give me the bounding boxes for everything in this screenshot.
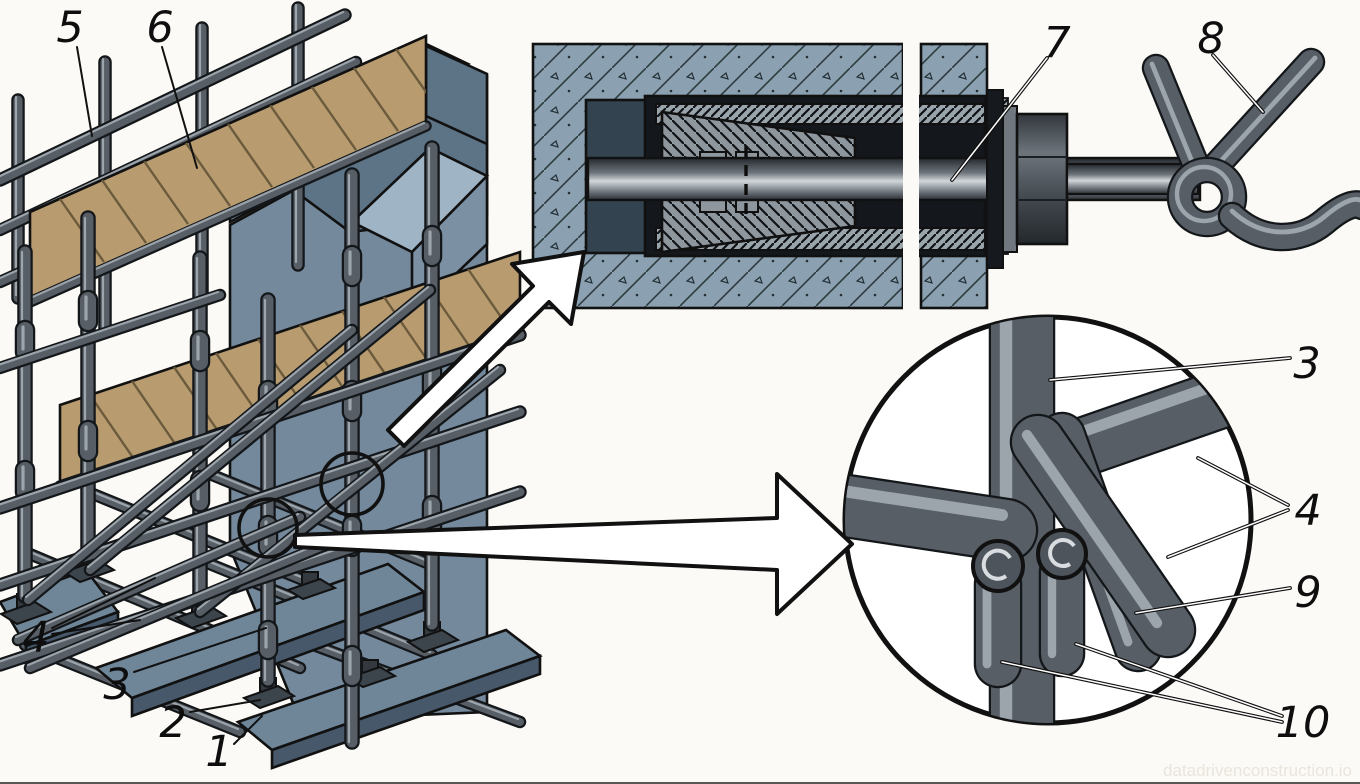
upper-deck-planks <box>24 33 432 308</box>
leader-lines <box>51 46 1292 745</box>
callout-9: 9 <box>1294 568 1321 618</box>
callout-4b: 4 <box>1294 486 1321 536</box>
brace-pipe-front <box>1021 429 1163 629</box>
callout-6: 6 <box>146 3 173 53</box>
diagonal-braces <box>11 283 507 675</box>
callout-8: 8 <box>1197 14 1224 64</box>
arrow-to-anchor-detail <box>386 250 586 448</box>
callout-5: 5 <box>56 3 83 53</box>
sleeve-lining-top <box>655 103 986 125</box>
hex-nut <box>1015 112 1069 246</box>
callout-2: 2 <box>159 698 186 748</box>
tie-hook <box>1141 47 1360 252</box>
break-gap <box>903 40 919 312</box>
callout-1: 1 <box>205 727 232 777</box>
ledger-pipe-left <box>845 475 1036 560</box>
detail-marker-circle-anchor <box>319 451 385 517</box>
callout-7: 7 <box>1043 18 1070 68</box>
callout-3b: 3 <box>1293 339 1320 389</box>
callout-3: 3 <box>103 660 130 710</box>
base-jack <box>285 571 338 601</box>
anchor-cross-section <box>531 40 1360 312</box>
watermark-text: datadrivenconstruction.io <box>1163 761 1352 780</box>
connector-curls <box>971 528 1088 593</box>
callout-4: 4 <box>22 613 49 663</box>
callout-numbers: 5 6 4 3 2 1 7 8 3 4 9 10 <box>22 3 1330 777</box>
callout-10: 10 <box>1276 698 1331 748</box>
arrow-to-node-detail <box>293 472 854 616</box>
ledger-pipe-left <box>845 484 1008 521</box>
detail-marker-circle-node <box>237 497 299 559</box>
bottom-edge-line <box>0 782 1360 784</box>
washer <box>1002 105 1018 253</box>
